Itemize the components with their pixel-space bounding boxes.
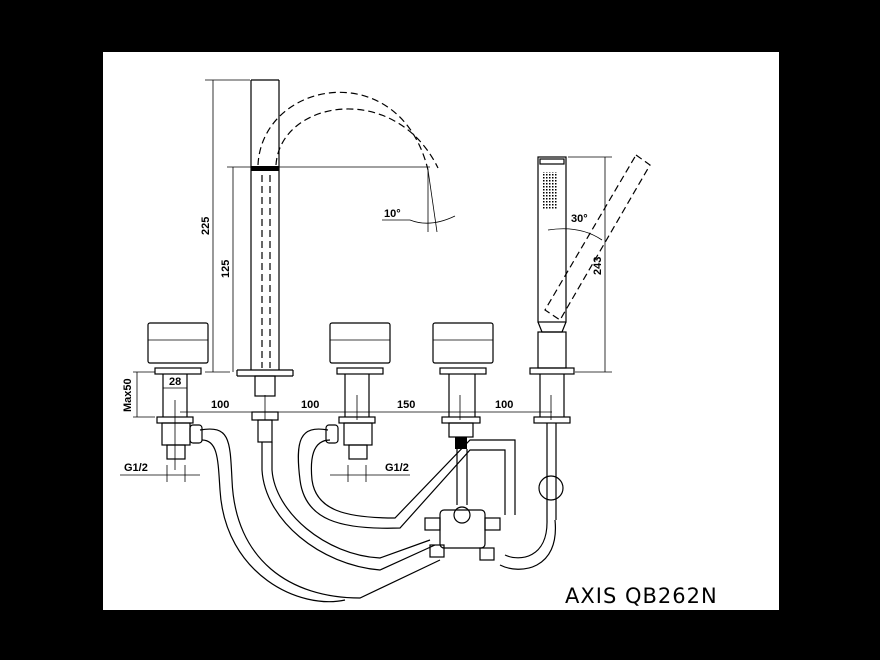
drawing-sheet (103, 52, 779, 610)
spacing-2-label: 100 (301, 399, 319, 411)
left-handle (147, 322, 209, 460)
outlet-height-label: 125 (220, 260, 232, 278)
hand-shower: 243 30° (529, 154, 651, 424)
mixing-valve-body (424, 506, 501, 561)
dimension-125: 125 (220, 166, 430, 372)
spacing-3-label: 150 (397, 399, 415, 411)
spacing-1-label: 100 (211, 399, 229, 411)
max-thickness-label: Max50 (122, 378, 134, 412)
hoses (199, 423, 564, 603)
spout (236, 79, 439, 443)
spacing-dimensions: 100 100 150 100 28 Max50 G1/2 G1/2 (120, 371, 552, 482)
thread-right-label: G1/2 (385, 462, 409, 474)
spacing-4-label: 100 (495, 399, 513, 411)
angle-10: 10° (382, 169, 456, 233)
thread-left-label: G1/2 (124, 462, 148, 474)
shower-angle-label: 30° (571, 213, 588, 225)
diameter-label: 28 (169, 376, 181, 388)
spout-angle-label: 10° (384, 208, 401, 220)
middle-handle (325, 322, 391, 460)
shower-height-label: 243 (592, 257, 604, 275)
model-title: AXIS QB262N (565, 584, 718, 608)
spout-height-label: 225 (200, 217, 212, 235)
right-handle (432, 322, 494, 505)
dimension-225: 225 (200, 79, 250, 373)
